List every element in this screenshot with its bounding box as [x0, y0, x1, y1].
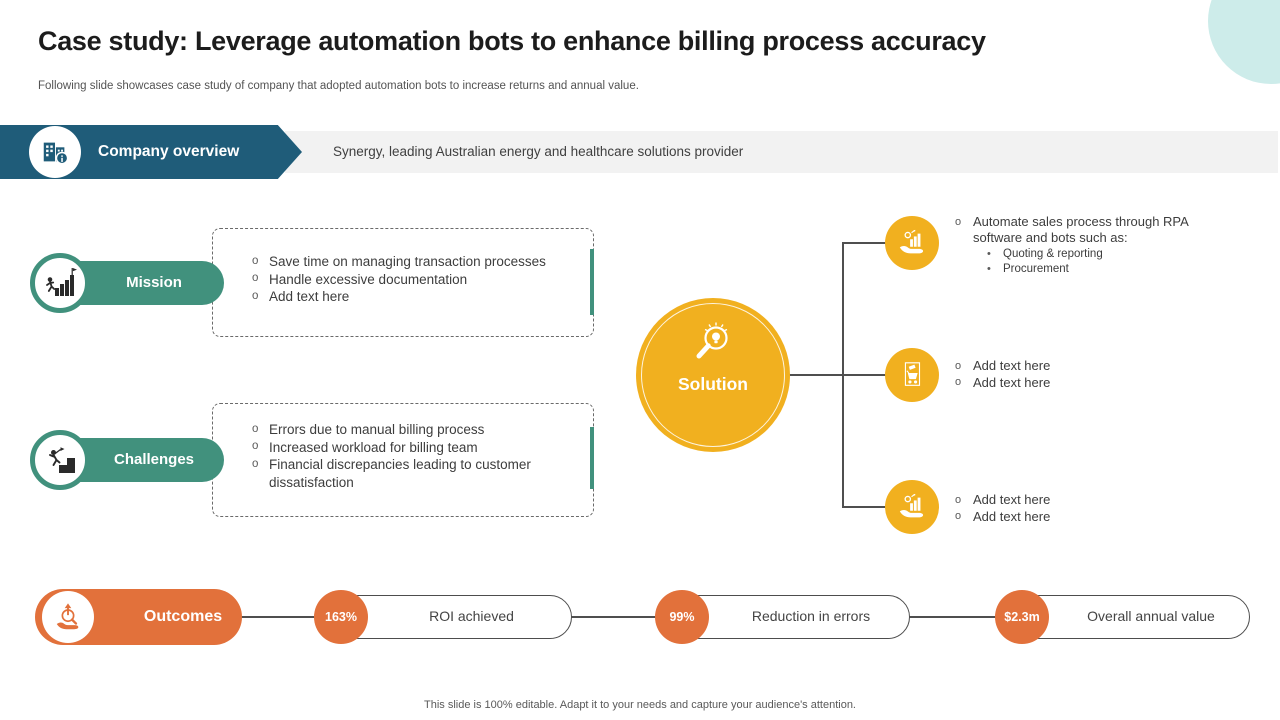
list-item: Add text here: [252, 288, 582, 306]
stat-label: ROI achieved: [429, 608, 514, 624]
stat-value: $2.3m: [1004, 610, 1040, 624]
company-overview-icon-circle: [29, 126, 81, 178]
mission-icon-circle: [30, 253, 90, 313]
hand-growth-chart-icon: [899, 229, 924, 254]
stat-label: Overall annual value: [1087, 608, 1215, 624]
shopping-cart-document-icon: [904, 362, 921, 386]
magnifier-bulb-icon: [696, 322, 728, 359]
connector-line: [842, 506, 888, 508]
stat-label: Reduction in errors: [751, 608, 871, 624]
hand-magnifier-arrow-icon: [56, 603, 79, 630]
list-item: Automate sales process through RPA softw…: [955, 214, 1195, 276]
stat-value: 99%: [669, 610, 695, 624]
company-overview-label: Company overview: [98, 143, 240, 160]
solution-branch-node: [885, 348, 939, 402]
list-item: Add text here: [955, 492, 1205, 509]
challenges-label: Challenges: [113, 451, 195, 468]
stat-value: 163%: [325, 610, 357, 624]
mission-list: Save time on managing transaction proces…: [252, 253, 582, 306]
list-item: Increased workload for billing team: [252, 438, 572, 457]
list-item: Quoting & reporting: [987, 247, 1195, 262]
hand-growth-chart-icon: [899, 493, 924, 518]
stat-pill: ROI achieved: [333, 595, 572, 639]
branch-2-list: Add text here Add text here: [955, 358, 1205, 391]
list-item: Add text here: [955, 374, 1205, 392]
stat-pill: Overall annual value: [1014, 595, 1250, 639]
outcomes-label: Outcomes: [143, 608, 223, 625]
page-subtitle: Following slide showcases case study of …: [38, 80, 639, 92]
footer-note: This slide is 100% editable. Adapt it to…: [424, 699, 856, 711]
challenges-icon-circle: [30, 430, 90, 490]
solution-branch-node: [885, 216, 939, 270]
list-item: Handle excessive documentation: [252, 270, 582, 289]
page-title: Case study: Leverage automation bots to …: [38, 26, 986, 56]
stat-pill: Reduction in errors: [674, 595, 910, 639]
list-item: Procurement: [987, 262, 1195, 277]
list-item: Add text here: [955, 508, 1205, 526]
company-overview-description: Synergy, leading Australian energy and h…: [333, 144, 744, 159]
decorative-corner-circle: [1208, 0, 1280, 84]
branch-1-sub-list: Quoting & reporting Procurement: [987, 247, 1195, 276]
stat-value-circle: $2.3m: [995, 590, 1049, 644]
outcomes-icon-circle: [42, 591, 94, 643]
solution-label: Solution: [678, 374, 748, 394]
buildings-info-icon: [43, 142, 69, 165]
connector-line: [842, 242, 888, 244]
challenges-accent-line: [590, 427, 594, 489]
list-item: Errors due to manual billing process: [252, 421, 572, 439]
branch-1-list: Automate sales process through RPA softw…: [955, 214, 1195, 276]
person-climbing-stairs-icon: [49, 447, 75, 473]
solution-branch-node: [885, 480, 939, 534]
list-item: Add text here: [955, 358, 1205, 375]
mission-accent-line: [590, 249, 594, 315]
list-item: Save time on managing transaction proces…: [252, 253, 582, 271]
stat-value-circle: 163%: [314, 590, 368, 644]
challenges-list: Errors due to manual billing process Inc…: [252, 421, 572, 491]
branch-3-list: Add text here Add text here: [955, 492, 1205, 525]
connector-line: [842, 242, 844, 508]
person-climbing-chart-icon: [46, 268, 77, 296]
stat-value-circle: 99%: [655, 590, 709, 644]
outcomes-connector-line: [140, 616, 1100, 618]
mission-label: Mission: [126, 274, 182, 291]
branch-text: Automate sales process through RPA softw…: [973, 214, 1189, 245]
company-overview-description-bar: Synergy, leading Australian energy and h…: [285, 131, 1278, 173]
list-item: Financial discrepancies leading to custo…: [252, 456, 572, 491]
connector-line: [789, 374, 886, 376]
solution-circle: Solution: [636, 298, 790, 452]
